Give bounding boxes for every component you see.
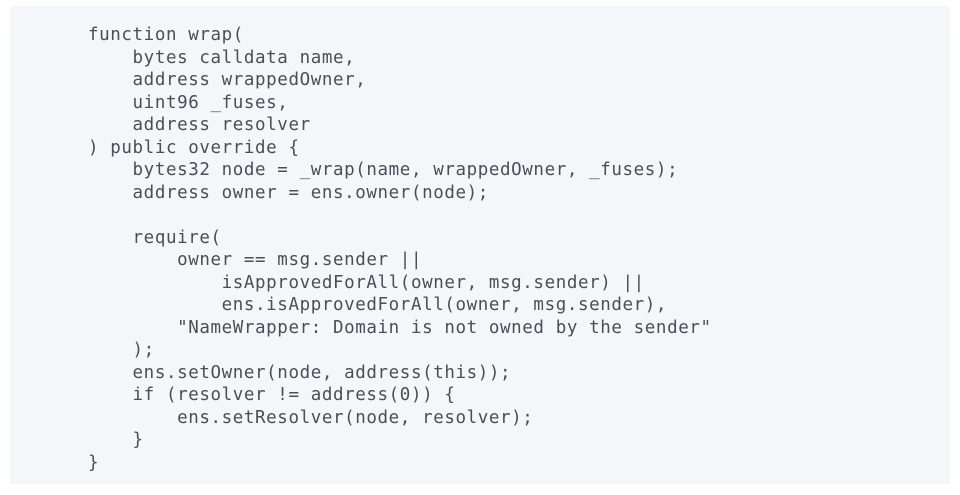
code-line: } (88, 430, 144, 450)
code-line: if (resolver != address(0)) { (88, 385, 456, 405)
code-line: } (88, 452, 100, 473)
code-line: ); (88, 340, 155, 360)
code-block: function wrap( bytes calldata name, addr… (88, 24, 950, 474)
code-line: ) public override { (88, 137, 300, 158)
code-panel: function wrap( bytes calldata name, addr… (10, 6, 950, 484)
code-line: ens.setOwner(node, address(this)); (88, 362, 512, 383)
code-line: isApprovedForAll(owner, msg.sender) || (88, 272, 645, 293)
code-line: function wrap( (88, 25, 244, 45)
code-line: require( (88, 227, 222, 248)
code-line: bytes calldata name, (88, 47, 356, 68)
code-line: "NameWrapper: Domain is not owned by the… (88, 317, 712, 338)
code-line: ens.isApprovedForAll(owner, msg.sender), (88, 295, 668, 315)
code-line: ens.setResolver(node, resolver); (88, 407, 534, 428)
code-line: address wrappedOwner, (88, 70, 367, 90)
code-line: bytes32 node = _wrap(name, wrappedOwner,… (88, 160, 679, 180)
code-line (88, 204, 950, 227)
code-line: address owner = ens.owner(node); (88, 182, 489, 203)
code-line: uint96 _fuses, (88, 92, 289, 113)
code-line: address resolver (88, 115, 311, 135)
code-line: owner == msg.sender || (88, 250, 423, 270)
